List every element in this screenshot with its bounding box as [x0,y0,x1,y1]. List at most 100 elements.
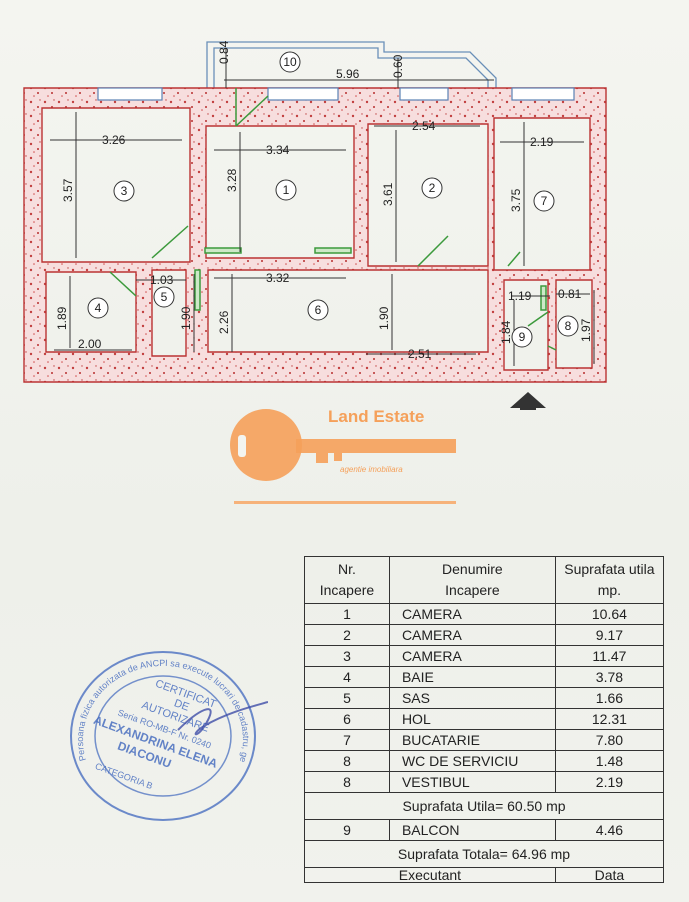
signature [177,701,268,736]
useful-total-row: Suprafata Utila= 60.50 mp [304,792,664,820]
executant-label: Executant [304,867,556,883]
dim-label: 3.32 [266,271,290,285]
stamp-text: DE [172,697,190,714]
room-marker [279,51,301,73]
doors [109,88,557,351]
dim-label: 2.00 [78,337,102,351]
walls [23,87,607,383]
logo-title: Land Estate [328,407,425,426]
room-marker [511,326,533,348]
dim-label: 1.89 [55,306,69,330]
room-marker [421,177,443,199]
room-marker [307,299,329,321]
balcony-outline [206,41,497,90]
row-name: CAMERA [388,624,556,646]
row-nr: 8 [304,771,390,793]
dim-label: 1.90 [179,306,193,330]
row-name: VESTIBUL [388,771,556,793]
row-nr: 6 [304,708,390,730]
room-number: 5 [161,290,168,304]
windows [97,87,575,101]
row-name: CAMERA [388,645,556,667]
key-icon [230,409,456,481]
land-estate-logo: Land Estate agentie imobiliara [226,395,466,507]
row-area: 2.19 [554,771,665,793]
row-nr: 2 [304,624,390,646]
dimension-lines [50,48,595,366]
header-text: Nr. [338,561,356,577]
row-name: BAIE [388,666,556,688]
logo-subtitle: agentie imobiliara [340,465,403,474]
room-marker [153,286,175,308]
row-name: SAS [388,687,556,709]
room-number: 6 [315,303,322,317]
dim-label: 0.60 [391,54,405,78]
row-area: 7.80 [554,729,665,751]
room-marker [533,190,555,212]
row-nr: 7 [304,729,390,751]
room-number: 10 [283,55,297,69]
dim-label: 3.34 [266,143,290,157]
dim-label: 2.51 [408,347,432,361]
row-nr: 8 [304,750,390,772]
row-area: 1.66 [554,687,665,709]
room-marker [557,315,579,337]
header-name: Denumire Incapere [388,556,556,604]
header-text: Denumire [442,561,503,577]
row-area: 1.48 [554,750,665,772]
header-text: Incapere [445,582,500,598]
grand-total: Suprafata Totala= 64.96 mp [304,840,664,868]
entrance-arrow-icon [510,392,546,410]
row-area: 12.31 [554,708,665,730]
room-number: 2 [429,181,436,195]
room-number: 4 [95,301,102,315]
dim-label: 3.28 [225,168,239,192]
dim-label: 1.03 [150,273,174,287]
dim-label: 3.57 [61,178,75,202]
room-number: 1 [283,183,290,197]
dim-label: 1.19 [508,289,532,303]
row-nr: 4 [304,666,390,688]
dim-label: 2.26 [217,310,231,334]
row-area: 9.17 [554,624,665,646]
dim-label: 2.54 [412,119,436,133]
row-name: HOL [388,708,556,730]
row-name: WC DE SERVICIU [388,750,556,772]
row-nr: 9 [304,819,390,841]
row-area: 10.64 [554,603,665,625]
row-nr: 1 [304,603,390,625]
row-name: BALCON [388,819,556,841]
header-text: Suprafata utila [564,561,655,577]
dim-label: 5.96 [336,67,360,81]
room-number: 9 [519,330,526,344]
dim-label: 1.84 [499,320,513,344]
dim-label: 1.97 [579,318,593,342]
header-text: Incapere [319,582,375,598]
dim-label: 1.90 [377,306,391,330]
cut-off-row: Executant Data [304,867,665,883]
logo-underline [234,501,456,504]
row-area: 4.46 [554,819,665,841]
dim-label: 0.84 [217,40,231,64]
useful-total: Suprafata Utila= 60.50 mp [304,792,664,820]
table-header: Nr. Incapere Denumire Incapere Suprafata… [304,556,665,604]
room-marker [113,180,135,202]
room-number: 3 [121,184,128,198]
room-number: 8 [565,319,572,333]
row-name: BUCATARIE [388,729,556,751]
dim-label: 0.81 [558,287,582,301]
row-area: 11.47 [554,645,665,667]
room-number: 7 [541,194,548,208]
header-text: mp. [597,582,622,598]
header-nr: Nr. Incapere [304,556,390,604]
row-nr: 3 [304,645,390,667]
dim-label: 2.19 [530,135,554,149]
